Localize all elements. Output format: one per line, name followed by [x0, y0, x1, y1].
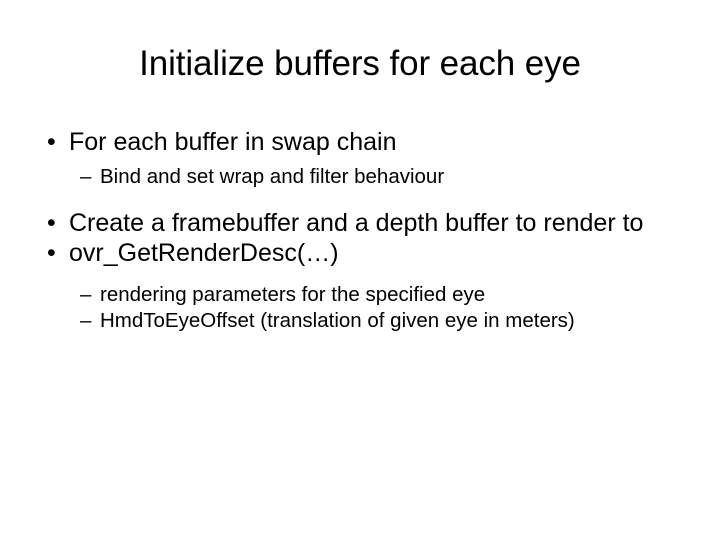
bullet-item-level2: – rendering parameters for the specified… — [45, 283, 675, 308]
bullet-marker-icon: • — [47, 128, 56, 156]
bullet-text: HmdToEyeOffset (translation of given eye… — [100, 308, 575, 332]
bullet-item-level1: • Create a framebuffer and a depth buffe… — [45, 209, 675, 238]
bullet-item-level1: • ovr_GetRenderDesc(…) — [45, 239, 675, 268]
bullet-marker-icon: • — [47, 239, 56, 268]
slide-body-content: • For each buffer in swap chain – Bind a… — [45, 128, 675, 335]
bullet-text: ovr_GetRenderDesc(…) — [69, 239, 339, 268]
bullet-item-level1: • For each buffer in swap chain — [45, 128, 675, 157]
dash-marker-icon: – — [80, 308, 92, 332]
spacer — [45, 269, 675, 283]
bullet-marker-icon: • — [47, 208, 56, 237]
bullet-text: For each buffer in swap chain — [69, 128, 397, 156]
bullet-text: rendering parameters for the specified e… — [100, 283, 486, 307]
bullet-text: Create a framebuffer and a depth buffer … — [69, 208, 644, 237]
bullet-item-level2: – Bind and set wrap and filter behaviour — [45, 165, 675, 190]
spacer — [45, 158, 675, 165]
dash-marker-icon: – — [80, 165, 92, 189]
slide-title: Initialize buffers for each eye — [139, 44, 581, 83]
bullet-item-level2: – HmdToEyeOffset (translation of given e… — [45, 309, 675, 334]
dash-marker-icon: – — [80, 283, 92, 307]
bullet-text: Bind and set wrap and filter behaviour — [100, 165, 445, 189]
spacer — [45, 191, 675, 209]
